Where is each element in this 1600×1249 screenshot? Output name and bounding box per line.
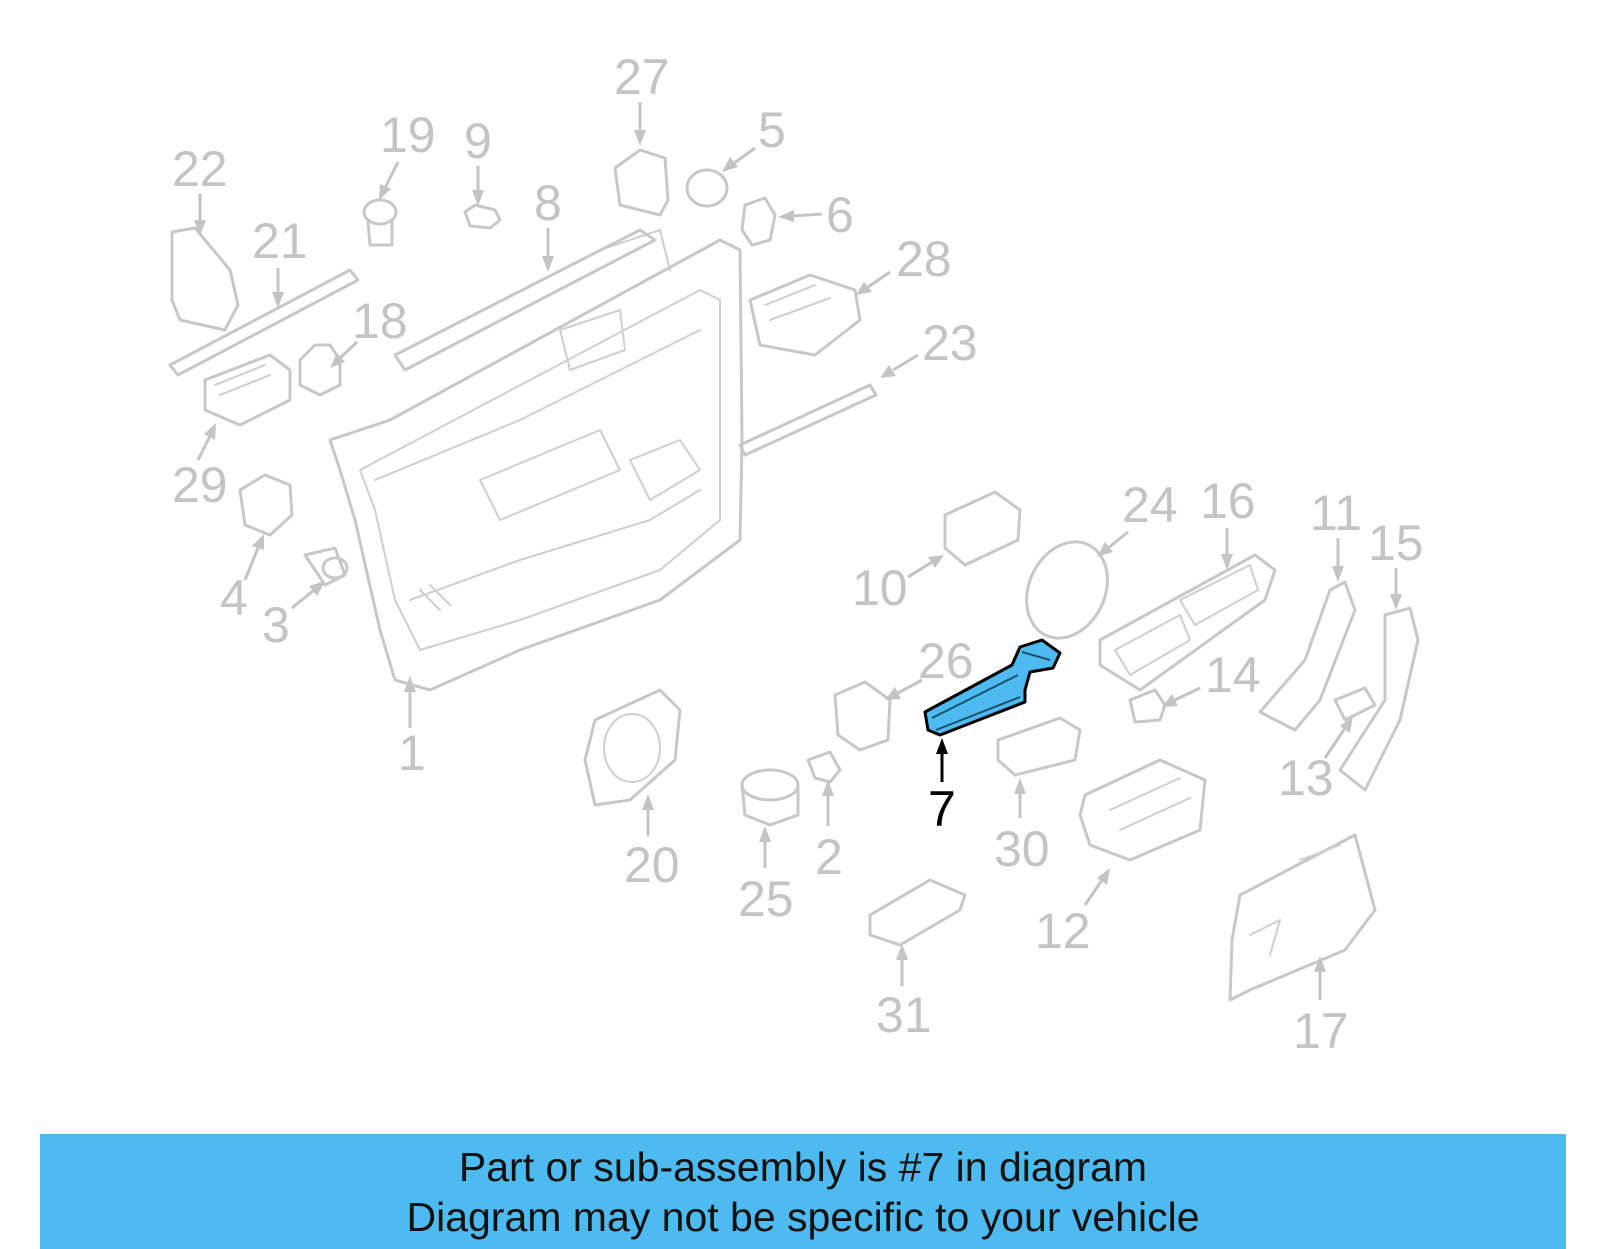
part-1-door-panel (328, 229, 744, 692)
callout-4: 4 (220, 534, 264, 626)
callout-15: 15 (1368, 515, 1424, 610)
part-8-trim-strip (393, 228, 657, 372)
callout-label-8: 8 (534, 175, 562, 231)
part-18-clip (298, 343, 342, 397)
part-19-grommet (362, 198, 398, 247)
callout-label-26: 26 (918, 633, 974, 689)
part-13-switch (1333, 686, 1377, 722)
part-11-trim (1258, 580, 1357, 732)
callout-10: 10 (852, 555, 944, 616)
part-17-panel (1228, 833, 1377, 1002)
callout-label-2: 2 (815, 829, 843, 885)
callout-label-16: 16 (1200, 473, 1256, 529)
banner-line-2: Diagram may not be specific to your vehi… (406, 1193, 1200, 1240)
callout-label-31: 31 (876, 987, 932, 1043)
callout-21: 21 (252, 213, 308, 308)
banner-line-1: Part or sub-assembly is #7 in diagram (458, 1143, 1148, 1190)
callout-label-7: 7 (928, 781, 956, 837)
callout-14: 14 (1162, 647, 1261, 707)
callout-label-19: 19 (380, 107, 436, 163)
callout-28: 28 (856, 231, 952, 295)
part-16-armrest-base (1098, 553, 1277, 692)
part-6-clip (740, 196, 777, 247)
callout-8: 8 (534, 175, 562, 272)
callout-5: 5 (722, 102, 786, 172)
callout-label-25: 25 (738, 871, 794, 927)
callout-31: 31 (876, 944, 932, 1043)
callout-label-28: 28 (896, 231, 952, 287)
part-25-knob (740, 768, 800, 827)
part-5-cover (685, 168, 729, 208)
callout-9: 9 (464, 113, 492, 206)
part-15-trim (1338, 606, 1420, 792)
callout-16: 16 (1200, 473, 1256, 570)
callout-label-18: 18 (352, 293, 408, 349)
callout-label-13: 13 (1278, 750, 1334, 806)
part-28-switch-assembly (748, 273, 862, 357)
part-4-latch (238, 473, 294, 537)
callout-2: 2 (815, 780, 843, 885)
callout-17: 17 (1293, 956, 1349, 1059)
callout-label-29: 29 (172, 457, 228, 513)
part-26-bracket (833, 680, 892, 752)
part-9-clip (463, 203, 502, 230)
part-22-corner-trim (170, 226, 240, 332)
callout-label-11: 11 (1310, 485, 1362, 541)
callout-20: 20 (624, 794, 680, 893)
callout-label-6: 6 (826, 187, 854, 243)
callout-6: 6 (778, 187, 854, 243)
part-30-handle (996, 716, 1082, 777)
callout-11: 11 (1310, 485, 1362, 582)
callout-label-15: 15 (1368, 515, 1424, 571)
callout-22: 22 (172, 141, 228, 236)
callout-label-3: 3 (262, 597, 290, 653)
callout-label-24: 24 (1122, 477, 1178, 533)
callout-27: 27 (614, 49, 670, 146)
callout-26: 26 (885, 633, 974, 700)
callout-7-highlighted: 7 (928, 738, 956, 837)
callout-label-17: 17 (1293, 1003, 1349, 1059)
callout-label-14: 14 (1205, 647, 1261, 703)
callout-label-1: 1 (398, 725, 426, 781)
callout-label-27: 27 (614, 49, 670, 105)
callout-25: 25 (738, 826, 794, 927)
callout-label-10: 10 (852, 560, 908, 616)
callout-18: 18 (330, 293, 408, 368)
part-12-housing (1078, 758, 1207, 862)
callout-19: 19 (379, 107, 436, 200)
callout-13: 13 (1278, 716, 1353, 806)
callout-3: 3 (262, 581, 325, 653)
callout-24: 24 (1097, 477, 1178, 557)
part-20-speaker-mount (583, 688, 682, 807)
callout-label-9: 9 (464, 113, 492, 169)
part-10-bracket (943, 490, 1022, 567)
part-21-molding (168, 268, 360, 377)
part-14-clip (1128, 688, 1167, 724)
callout-label-4: 4 (220, 570, 248, 626)
callout-23: 23 (880, 315, 978, 378)
part-24-seal-ring (1025, 540, 1109, 640)
callout-29: 29 (172, 423, 228, 513)
callout-label-30: 30 (994, 821, 1050, 877)
part-2-screw (806, 750, 842, 784)
callout-label-5: 5 (758, 102, 786, 158)
part-3-fastener (303, 546, 349, 587)
callout-30: 30 (994, 778, 1050, 877)
part-29-switch (203, 353, 292, 427)
callout-label-21: 21 (252, 213, 308, 269)
part-27-bracket (613, 148, 670, 217)
part-23-seal (738, 383, 878, 457)
callout-label-20: 20 (624, 837, 680, 893)
callout-label-22: 22 (172, 141, 228, 197)
info-banner: Part or sub-assembly is #7 in diagram Di… (40, 1134, 1566, 1249)
callout-1: 1 (398, 676, 426, 781)
callout-12: 12 (1035, 868, 1110, 959)
part-7-armrest-highlighted[interactable] (923, 638, 1062, 737)
callout-label-12: 12 (1035, 903, 1091, 959)
part-31-bezel (868, 878, 967, 947)
callout-label-23: 23 (922, 315, 978, 371)
